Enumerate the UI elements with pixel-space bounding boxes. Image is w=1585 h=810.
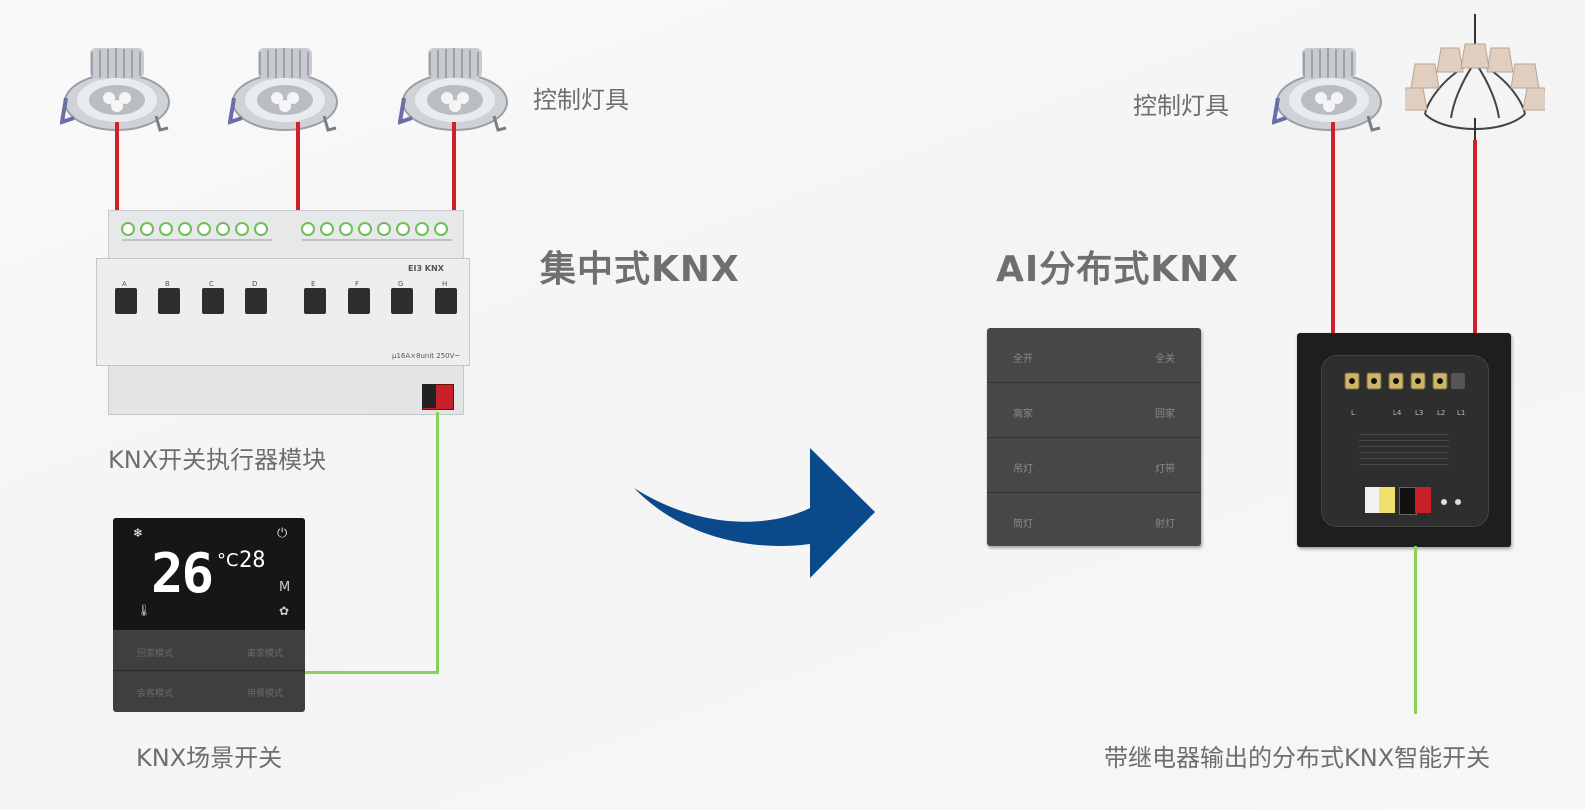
- knx-scene-switch: ❄ ⏻ 26 °C 28 M 🌡 ✿ 回家模式 离家模式 会客模式 用餐模式: [113, 518, 305, 712]
- panel-button-1[interactable]: 全开 全关: [987, 328, 1201, 383]
- panel-button-2[interactable]: 离家 回家: [987, 383, 1201, 438]
- channel-label-c: C: [209, 280, 214, 288]
- terminal-label-l1: L1: [1457, 409, 1466, 417]
- channel-switch-g[interactable]: [391, 288, 413, 314]
- channel-switch-f[interactable]: [348, 288, 370, 314]
- temp-main: 26: [151, 542, 214, 605]
- temp-unit: °C: [217, 550, 239, 571]
- chandelier-icon: [1405, 14, 1545, 144]
- channel-label-b: B: [165, 280, 170, 288]
- channel-switch-e[interactable]: [304, 288, 326, 314]
- terminal-label-l2: L2: [1437, 409, 1446, 417]
- module-rating: μ16A×8unit 250V~: [392, 352, 461, 360]
- power-wire: [115, 122, 119, 214]
- spotlight-icon: [228, 48, 338, 132]
- bus-terminal-yellow: [1379, 487, 1395, 513]
- channel-label-h: H: [442, 280, 448, 288]
- scene-button-1[interactable]: 回家模式 离家模式: [113, 632, 305, 671]
- thermostat-display: [113, 518, 305, 630]
- right-title: AI分布式KNX: [996, 249, 1240, 290]
- power-wire: [1331, 122, 1335, 334]
- bus-terminal-white: [1365, 487, 1379, 513]
- bus-wire: [436, 412, 439, 674]
- panel-button-1-right: 全关: [1155, 354, 1175, 365]
- panel-button-1-left: 全开: [1013, 354, 1033, 365]
- prog-button[interactable]: [1441, 499, 1447, 505]
- scene-button-2[interactable]: 会客模式 用餐模式: [113, 671, 305, 711]
- scene-button-1-right: 离家模式: [247, 649, 284, 659]
- channel-label-e: E: [311, 280, 316, 288]
- smart-switch-back-module: L L4 L3 L2 L1: [1297, 333, 1511, 547]
- scene-button-1-left: 回家模式: [137, 649, 174, 659]
- bus-terminal-red: [1415, 487, 1431, 513]
- spec-text-block: [1359, 429, 1449, 467]
- panel-button-3[interactable]: 吊灯 灯带: [987, 438, 1201, 493]
- prog-led: [1455, 499, 1461, 505]
- power-wire: [452, 122, 456, 214]
- panel-button-3-right: 灯带: [1155, 464, 1175, 475]
- left-lamp-label: 控制灯具: [533, 86, 629, 114]
- power-wire: [296, 122, 300, 214]
- module-front: [96, 258, 470, 366]
- terminal-screws: [121, 222, 452, 241]
- panel-button-2-right: 回家: [1155, 409, 1175, 420]
- spotlight-icon: [1272, 48, 1382, 132]
- channel-switch-d[interactable]: [245, 288, 267, 314]
- channel-label-d: D: [252, 280, 258, 288]
- back-terminals-icon: [1344, 372, 1465, 390]
- channel-switch-a[interactable]: [115, 288, 137, 314]
- terminal-label-l: L: [1351, 409, 1355, 417]
- power-icon[interactable]: ⏻: [277, 526, 288, 541]
- panel-button-4[interactable]: 筒灯 射灯: [987, 493, 1201, 546]
- spotlight-icon: [398, 48, 508, 132]
- curved-arrow-icon: [634, 448, 875, 578]
- channel-switch-c[interactable]: [202, 288, 224, 314]
- bus-wire: [302, 671, 439, 674]
- temp-set: 28: [239, 548, 266, 573]
- thermometer-icon: 🌡: [137, 604, 151, 617]
- left-title: 集中式KNX: [540, 249, 740, 290]
- spotlight-icon: [60, 48, 170, 132]
- smart-switch-front-panel: 全开 全关 离家 回家 吊灯 灯带 筒灯 射灯: [987, 328, 1201, 546]
- panel-button-4-left: 筒灯: [1013, 519, 1033, 530]
- bus-connector-black: [422, 384, 436, 408]
- channel-switch-h[interactable]: [435, 288, 457, 314]
- scene-button-2-right: 用餐模式: [247, 689, 284, 699]
- channel-label-f: F: [355, 280, 360, 288]
- channel-switch-b[interactable]: [158, 288, 180, 314]
- terminal-label-l3: L3: [1415, 409, 1424, 417]
- actuator-label: KNX开关执行器模块: [108, 446, 327, 474]
- terminal-label-l4: L4: [1393, 409, 1402, 417]
- bus-wire: [1414, 546, 1417, 714]
- smart-switch-label: 带继电器输出的分布式KNX智能开关: [1104, 744, 1491, 772]
- scene-switch-label: KNX场景开关: [136, 744, 283, 772]
- channel-label-a: A: [122, 280, 127, 288]
- mode-letter[interactable]: M: [279, 580, 291, 595]
- scene-button-2-left: 会客模式: [137, 689, 174, 699]
- right-lamp-label: 控制灯具: [1133, 92, 1229, 120]
- panel-button-3-left: 吊灯: [1013, 464, 1033, 475]
- power-wire: [1473, 140, 1477, 334]
- channel-label-g: G: [398, 280, 404, 288]
- snowflake-icon: ❄: [133, 526, 144, 540]
- module-base: [108, 365, 464, 415]
- module-brand: EI3 KNX: [408, 264, 444, 273]
- panel-button-4-right: 射灯: [1155, 519, 1175, 530]
- fan-icon[interactable]: ✿: [279, 604, 290, 618]
- panel-button-2-left: 离家: [1013, 409, 1033, 420]
